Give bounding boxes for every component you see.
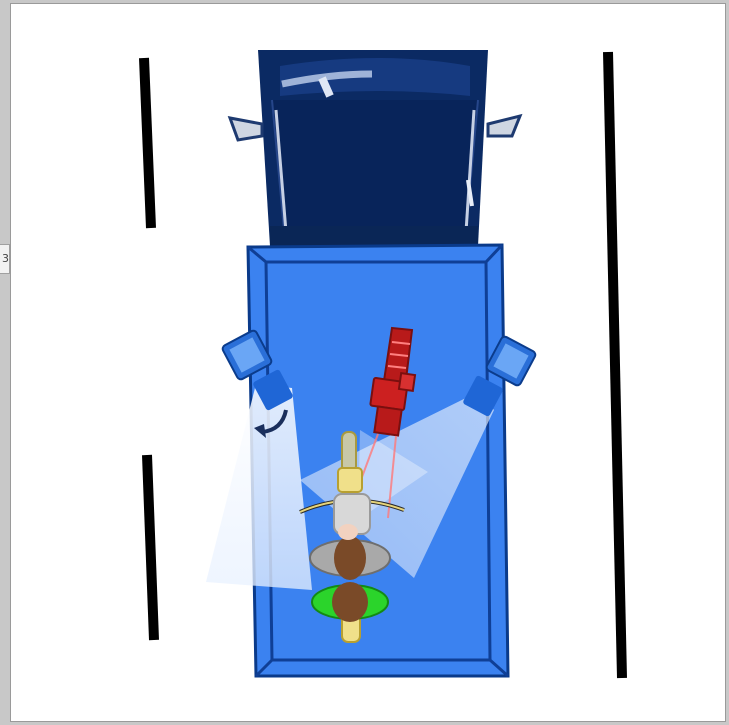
truck-cab [230,50,520,246]
road-line-right [608,52,622,678]
road-line-left-upper [144,58,151,228]
road-line-left-lower [147,455,154,640]
